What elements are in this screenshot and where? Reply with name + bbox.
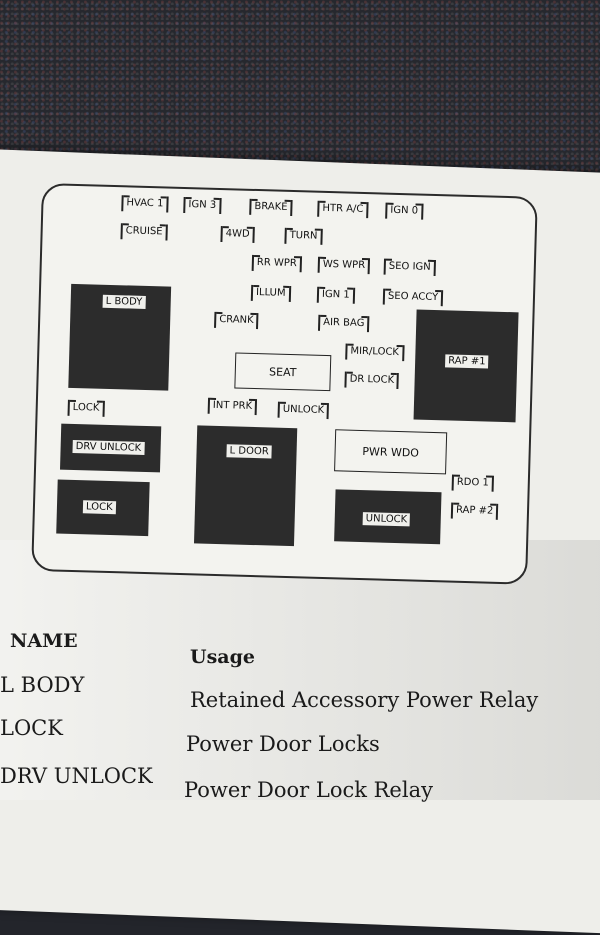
legend-row-usage: Power Door Locks (186, 732, 380, 756)
fuse-lock: LOCK (67, 399, 105, 417)
relay-l-body: L BODY (68, 283, 172, 391)
fuse-turn: TURN (284, 227, 323, 245)
relay-drv-unlock-label: DRV UNLOCK (72, 439, 145, 455)
fuse-rdo1: RDO 1 (451, 474, 495, 492)
fuse-4wd: 4WD (220, 226, 255, 243)
relay-lock-label: LOCK (82, 500, 116, 515)
relay-drv-unlock: DRV UNLOCK (60, 423, 162, 473)
relay-rap1: RAP #1 (413, 309, 519, 423)
fuse-cruise: CRUISE (120, 223, 168, 241)
relay-l-door: L DOOR (193, 425, 298, 547)
fuse-crank: CRANK (214, 311, 259, 330)
fuse-hvac1: HVAC 1 (121, 195, 169, 213)
relay-l-body-label: L BODY (102, 294, 146, 309)
fuse-air-bag: AIR BAG (317, 314, 370, 333)
fuse-ign3: IGN 3 (183, 196, 222, 215)
fuse-block-diagram: HVAC 1 IGN 3 BRAKE HTR A/C IGN 0 CRUISE … (31, 183, 538, 585)
fuse-rr-wpr: RR WPR (251, 254, 303, 273)
fuse-seo-accy: SEO ACCY (382, 288, 444, 307)
fuse-unlock: UNLOCK (277, 401, 330, 420)
relay-l-door-label: L DOOR (226, 444, 272, 459)
relay-lock: LOCK (56, 479, 150, 537)
legend-header-usage: Usage (190, 646, 255, 668)
fuse-seo-ign: SEO IGN (383, 258, 436, 277)
legend-row-usage: Power Door Lock Relay (184, 778, 433, 802)
fuse-rap2: RAP #2 (450, 502, 499, 520)
legend-row-name: DRV UNLOCK (0, 764, 153, 788)
pwr-wdo-breaker: PWR WDO (334, 429, 448, 475)
fuse-brake: BRAKE (249, 198, 293, 217)
fuse-htr-ac: HTR A/C (317, 200, 369, 219)
legend-row-name: L BODY (0, 673, 85, 697)
legend-header-name: NAME (10, 630, 78, 652)
fuse-illum: ILLUM (250, 284, 291, 302)
legend-row-name: LOCK (0, 716, 63, 740)
seat-breaker: SEAT (234, 352, 332, 392)
fuse-mir-lock: MIR/LOCK (345, 343, 405, 362)
fuse-dr-lock: DR LOCK (344, 371, 400, 390)
relay-rap1-label: RAP #1 (445, 354, 489, 369)
fuse-ws-wpr: WS WPR (317, 256, 371, 275)
relay-unlock-label: UNLOCK (362, 512, 411, 527)
relay-unlock: UNLOCK (334, 489, 442, 545)
legend-row-usage: Retained Accessory Power Relay (190, 688, 539, 712)
fuse-ign1: IGN 1 (316, 286, 355, 304)
fuse-ign0: IGN 0 (385, 202, 424, 220)
fuse-int-prk: INT PRK (207, 397, 258, 416)
